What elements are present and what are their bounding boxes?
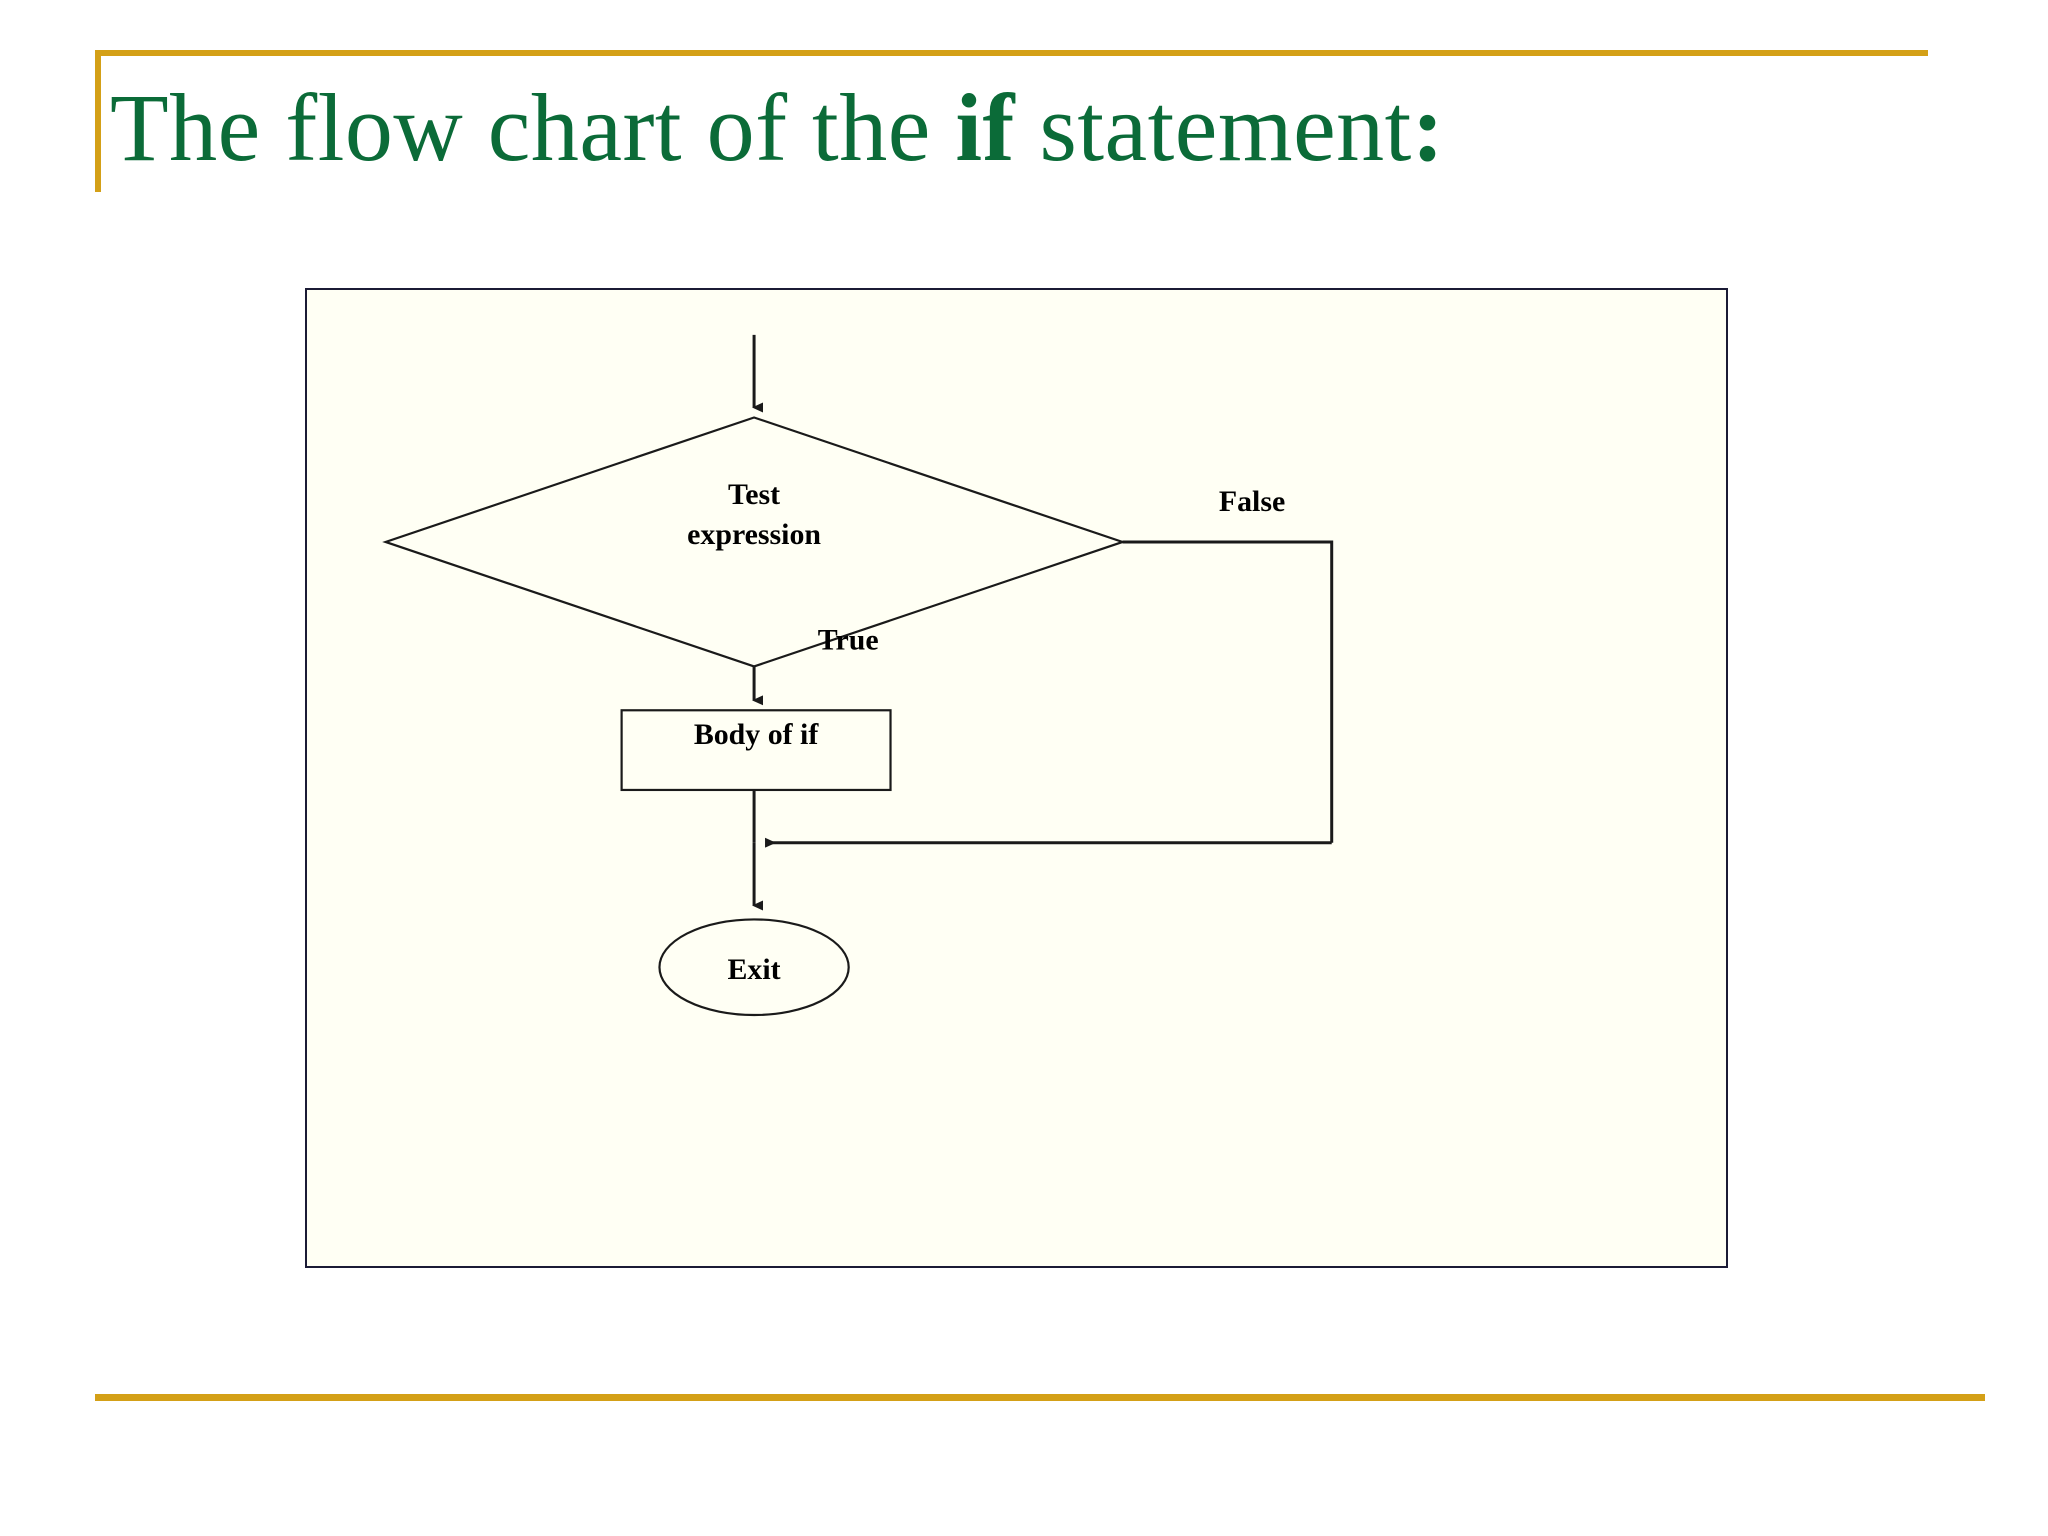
flowchart-frame: Test expression False True Body of if Ex… bbox=[305, 288, 1728, 1268]
gold-rule-bottom bbox=[95, 1394, 1985, 1401]
body-box-label: Body of if bbox=[694, 718, 819, 751]
edge-false-branch bbox=[1122, 540, 1334, 843]
diamond-label-line2: expression bbox=[687, 518, 821, 551]
terminator-ellipse-exit bbox=[658, 918, 850, 1017]
edge-label-false: False bbox=[1219, 485, 1285, 518]
page-title: The flow chart of the if statement: bbox=[110, 77, 1990, 179]
edge-label-true: True bbox=[818, 624, 879, 657]
title-prefix: The flow chart of the bbox=[110, 74, 956, 181]
gold-rule-left bbox=[95, 50, 101, 192]
process-box-body-of-if bbox=[620, 709, 892, 792]
exit-label: Exit bbox=[728, 953, 781, 986]
flowchart-svg: Test expression False True Body of if Ex… bbox=[382, 334, 1334, 1017]
title-colon: : bbox=[1411, 74, 1445, 181]
title-keyword-if: if bbox=[955, 74, 1015, 181]
title-suffix: statement bbox=[1014, 74, 1412, 181]
gold-rule-top bbox=[95, 50, 1928, 56]
diamond-label-line1: Test bbox=[728, 478, 780, 511]
